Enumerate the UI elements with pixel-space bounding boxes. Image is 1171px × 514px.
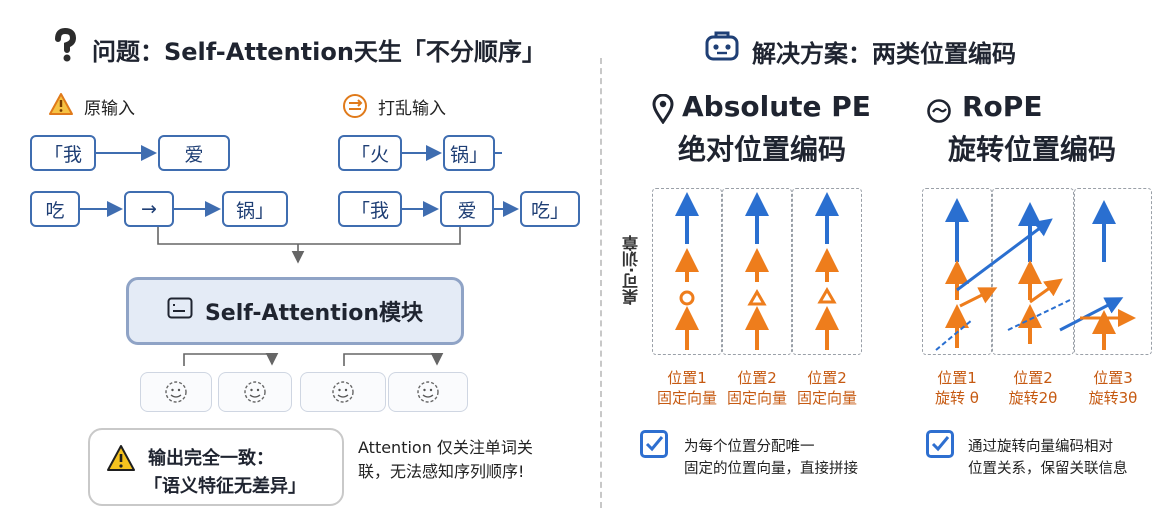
location-pin-icon xyxy=(652,93,674,128)
token-box: 锅」 xyxy=(443,135,495,171)
rope-title: RoPE xyxy=(962,90,1043,123)
module-label: Self-Attention模块 xyxy=(204,301,424,326)
left-title: 问题：Self-Attention天生「不分顺序」 xyxy=(92,38,546,66)
self-attention-module: Self-Attention模块 xyxy=(126,277,464,345)
rope-description: 通过旋转向量编码相对 位置关系，保留关联信息 xyxy=(968,439,1128,477)
attention-note: Attention 仅关注单词关 联，无法感知序列顺序! xyxy=(358,438,533,481)
abs-arrow-stack-3 xyxy=(815,192,839,350)
abs-column-2 xyxy=(722,188,792,355)
token-box: 「我 xyxy=(338,191,402,227)
token-box: 「我 xyxy=(30,135,96,171)
flow-arrows xyxy=(80,145,519,366)
rope-column-1 xyxy=(922,188,992,355)
token-box: 爱 xyxy=(158,135,230,171)
panel-divider xyxy=(600,58,602,508)
rotate-icon xyxy=(926,98,952,128)
output-face xyxy=(140,372,212,412)
warning-box: 输出完全一致： 「语义特征无差异」 xyxy=(88,428,344,506)
terminal-icon xyxy=(167,297,193,325)
checkbox-icon xyxy=(640,430,668,458)
rope-arrows xyxy=(935,198,1136,351)
abs-column-1 xyxy=(652,188,722,355)
token-box: → xyxy=(124,191,174,227)
warning-icon xyxy=(48,92,74,116)
rope-column-3 xyxy=(1074,188,1152,355)
question-icon xyxy=(50,27,80,62)
output-face xyxy=(388,372,468,412)
warning-line-2: 「语义特征无差异」 xyxy=(144,476,306,497)
output-face xyxy=(218,372,292,412)
shuffled-input-label: 打乱输入 xyxy=(378,99,446,119)
emoji-face-icon xyxy=(332,381,354,403)
emoji-face-icon xyxy=(165,381,187,403)
warning-icon xyxy=(106,444,136,476)
emoji-face-icon xyxy=(417,381,439,403)
right-title: 解决方案：两类位置编码 xyxy=(752,40,1016,68)
token-box: 爱 xyxy=(440,191,494,227)
rope-column-2 xyxy=(992,188,1074,355)
warning-line-1: 输出完全一致： xyxy=(148,448,274,469)
abs-arrow-stack-2 xyxy=(745,192,769,350)
token-box: 锅」 xyxy=(222,191,288,227)
token-box: 「火 xyxy=(338,135,402,171)
shuffle-icon xyxy=(342,93,368,119)
output-face xyxy=(300,372,386,412)
checkbox-icon xyxy=(926,430,954,458)
token-box: 吃」 xyxy=(520,191,580,227)
abs-subtitle: 绝对位置编码 xyxy=(678,133,847,166)
original-input-label: 原输入 xyxy=(84,99,135,119)
abs-arrow-stack-1 xyxy=(675,192,699,350)
rope-subtitle: 旋转位置编码 xyxy=(948,133,1117,166)
token-box: 吃 xyxy=(30,191,80,227)
abs-title: Absolute PE xyxy=(682,90,871,123)
emoji-face-icon xyxy=(244,381,266,403)
abs-description: 为每个位置分配唯一 固定的位置向量，直接拼接 xyxy=(684,439,858,477)
abs-column-3 xyxy=(792,188,862,355)
robot-icon xyxy=(704,30,740,66)
